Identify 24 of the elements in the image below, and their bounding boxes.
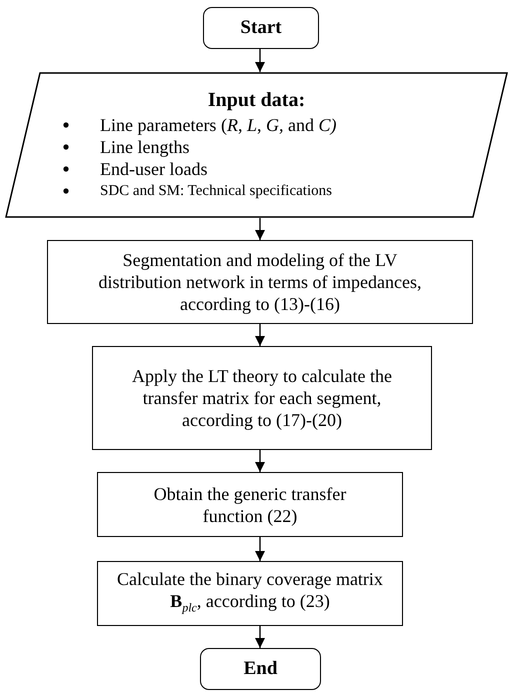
heading: Input data: xyxy=(208,88,306,112)
arrow xyxy=(255,626,265,648)
process-text: Calculate the binary coverage matrix B$_{plc}$, according to (23) xyxy=(116,568,384,617)
terminal-box xyxy=(203,7,319,49)
process-box xyxy=(97,561,403,626)
list-item: Line lengths xyxy=(100,136,190,158)
terminal-box xyxy=(200,648,321,690)
process-text: Segmentation and modeling of the LV distribution network in terms of impedances, according to (13)-(16) xyxy=(98,249,422,315)
process-text: Apply the LT theory to calculate the transfer matrix for each segment, according to (17)-(20) xyxy=(131,365,393,431)
process-box xyxy=(92,346,432,450)
arrow xyxy=(255,450,265,472)
process-text: Obtain the generic transfer function (22) xyxy=(152,482,348,526)
terminal-label: End xyxy=(244,658,278,680)
arrow xyxy=(255,218,265,240)
arrow xyxy=(255,537,265,561)
list-item: Line parameters (R, L, G, and C) xyxy=(100,114,336,136)
process-box xyxy=(47,240,473,324)
terminal-label: Start xyxy=(240,17,282,39)
input-parallelogram xyxy=(5,72,508,218)
process-box xyxy=(97,472,403,537)
list-item: End-user loads xyxy=(100,158,208,180)
arrow xyxy=(255,324,265,346)
arrow xyxy=(255,49,265,72)
list-item: SDC and SM: Technical specifications xyxy=(100,182,332,200)
